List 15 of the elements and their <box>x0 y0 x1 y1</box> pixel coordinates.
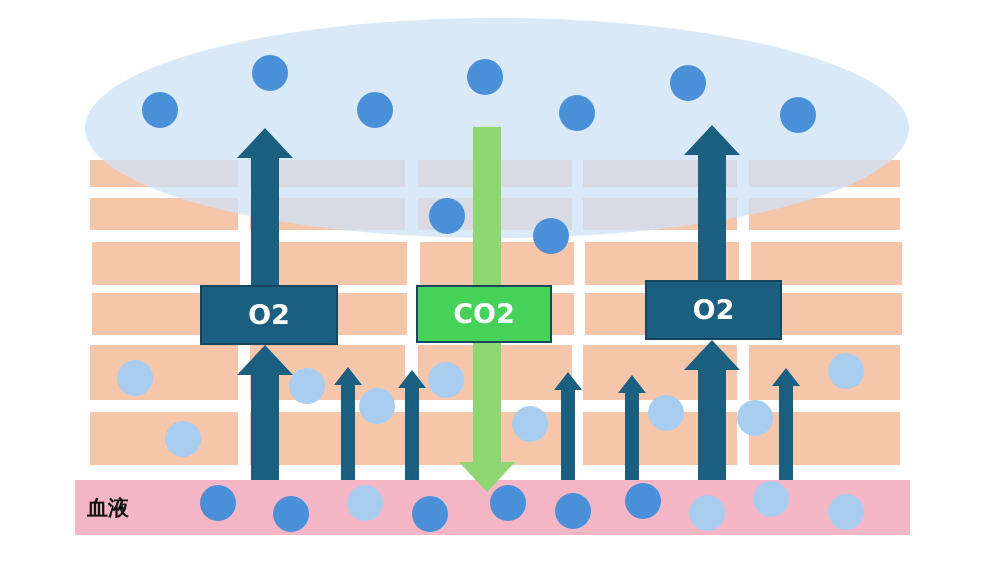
blood-label: 血液 <box>87 494 129 522</box>
gas-label-box: O2 <box>645 280 782 340</box>
arrow <box>554 372 582 480</box>
arrow <box>459 343 515 492</box>
arrow <box>334 367 362 480</box>
arrow <box>398 370 426 480</box>
arrow <box>684 125 740 280</box>
gas-label-box: O2 <box>200 285 338 345</box>
arrow <box>684 340 740 480</box>
arrow <box>618 375 646 480</box>
gas-label-box: CO2 <box>416 285 552 343</box>
arrow <box>473 127 501 285</box>
arrow <box>772 368 800 480</box>
arrow <box>237 345 293 480</box>
arrow <box>237 128 293 285</box>
